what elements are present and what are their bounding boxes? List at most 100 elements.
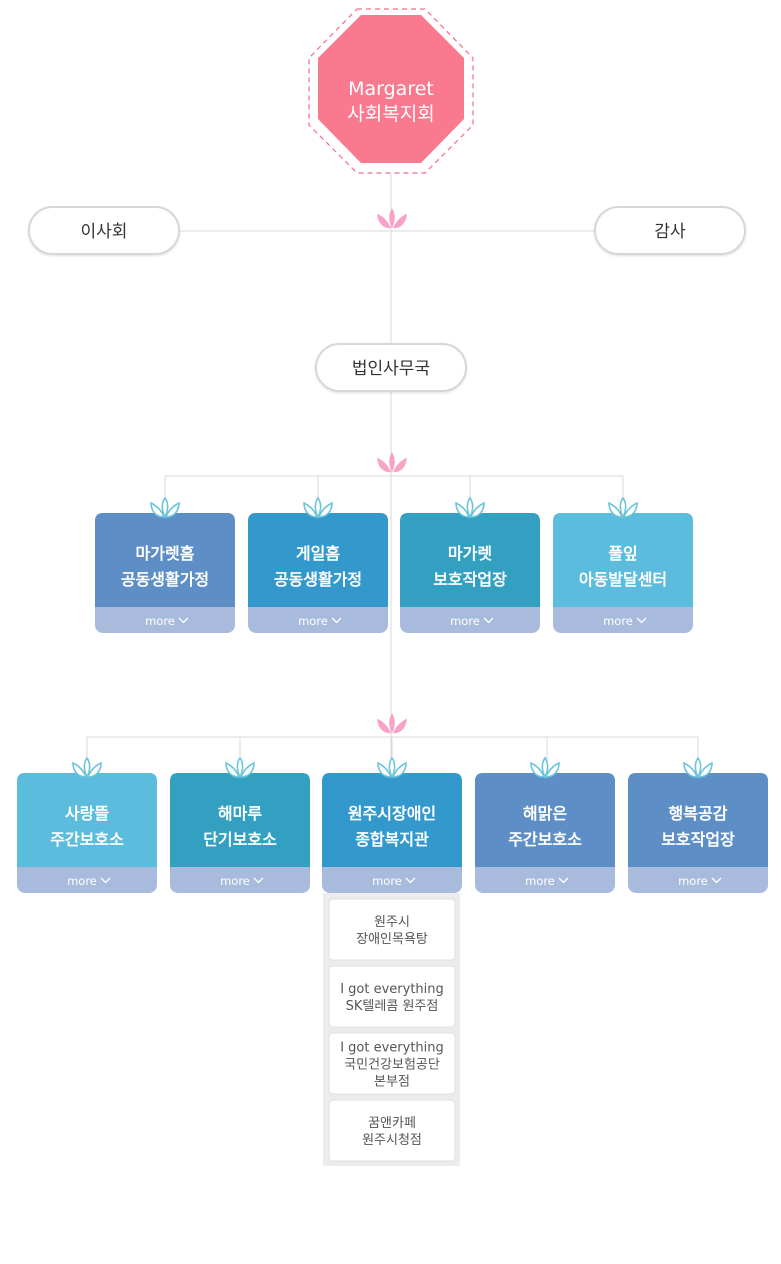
more-link[interactable]: more bbox=[67, 874, 111, 888]
more-label: more bbox=[67, 874, 97, 888]
more-link[interactable]: more bbox=[145, 614, 189, 628]
row1-title-line2: 공동생활가정 bbox=[121, 570, 209, 589]
root-node[interactable]: Margaret 사회복지회 bbox=[308, 8, 474, 174]
leaf-icon bbox=[150, 496, 180, 519]
chevron-down-icon bbox=[711, 877, 722, 884]
leaf-icon bbox=[455, 496, 485, 519]
chevron-down-icon bbox=[483, 617, 494, 624]
row1-title-line2: 아동발달센터 bbox=[579, 570, 667, 589]
row2-title-line1: 행복공감 bbox=[669, 804, 728, 823]
root-title-line2: 사회복지회 bbox=[347, 103, 434, 125]
more-label: more bbox=[603, 614, 633, 628]
chevron-down-icon bbox=[100, 877, 111, 884]
chevron-down-icon bbox=[178, 617, 189, 624]
leaf-icon bbox=[683, 756, 713, 779]
row2-box-head bbox=[628, 773, 768, 867]
row1-group: 마가렛홈공동생활가정more게일홈공동생활가정more마가렛보호작업장more풀… bbox=[95, 496, 693, 633]
leaf-icon bbox=[72, 756, 102, 779]
more-link[interactable]: more bbox=[298, 614, 342, 628]
row2-title-line2: 종합복지관 bbox=[355, 830, 429, 849]
row1-box-head bbox=[95, 513, 235, 607]
root-shape bbox=[318, 15, 464, 163]
leaf-icon bbox=[530, 756, 560, 779]
sub-item-text: 원주시 bbox=[374, 915, 410, 930]
root-outline bbox=[308, 8, 474, 174]
row2-title-line1: 사랑뜰 bbox=[65, 804, 109, 823]
row1-title-line2: 공동생활가정 bbox=[274, 570, 362, 589]
sub-item-text: I got everything bbox=[340, 1041, 444, 1056]
row1-box-head bbox=[400, 513, 540, 607]
row1-title-line1: 마가렛홈 bbox=[136, 544, 195, 563]
more-label: more bbox=[525, 874, 555, 888]
row2-box-head bbox=[17, 773, 157, 867]
more-link[interactable]: more bbox=[603, 614, 647, 628]
pink-leaf-icon bbox=[377, 452, 407, 473]
sub-item-bg bbox=[328, 1032, 456, 1095]
row1-title-line1: 마가렛 bbox=[448, 544, 492, 563]
sub-item-text: 장애인목욕탕 bbox=[356, 932, 428, 947]
board-label: 이사회 bbox=[81, 222, 128, 242]
row2-title-line1: 해맑은 bbox=[523, 804, 567, 823]
row1-title-line2: 보호작업장 bbox=[433, 570, 507, 589]
more-label: more bbox=[220, 874, 250, 888]
more-label: more bbox=[450, 614, 480, 628]
board-node[interactable]: 이사회 bbox=[28, 206, 180, 255]
more-link[interactable]: more bbox=[220, 874, 264, 888]
leaf-icon bbox=[303, 496, 333, 519]
auditor-node[interactable]: 감사 bbox=[594, 206, 746, 255]
sub-item-bg bbox=[328, 898, 456, 961]
chevron-down-icon bbox=[558, 877, 569, 884]
more-link[interactable]: more bbox=[678, 874, 722, 888]
sub-item-text: I got everything bbox=[340, 982, 444, 997]
leaf-icon bbox=[377, 756, 407, 779]
row2-title-line2: 주간보호소 bbox=[50, 830, 124, 849]
root-title-line1: Margaret bbox=[348, 78, 434, 100]
sub-item-bg bbox=[328, 965, 456, 1028]
row1-title-line1: 풀잎 bbox=[608, 544, 637, 563]
chevron-down-icon bbox=[331, 617, 342, 624]
more-link[interactable]: more bbox=[372, 874, 416, 888]
row1-title-line1: 게일홈 bbox=[296, 544, 340, 563]
more-link[interactable]: more bbox=[450, 614, 494, 628]
office-node[interactable]: 법인사무국 bbox=[315, 343, 467, 392]
row1-box-head bbox=[553, 513, 693, 607]
sub-item-text: 본부점 bbox=[374, 1075, 410, 1090]
pink-leaf-icon bbox=[377, 208, 407, 229]
pink-leaves bbox=[377, 208, 407, 734]
chevron-down-icon bbox=[405, 877, 416, 884]
chevron-down-icon bbox=[253, 877, 264, 884]
pink-leaf-icon bbox=[377, 713, 407, 734]
leaf-icon bbox=[225, 756, 255, 779]
row2-group: 사랑뜰주간보호소more해마루단기보호소more원주시장애인종합복지관more해… bbox=[17, 756, 768, 893]
more-label: more bbox=[372, 874, 402, 888]
more-link[interactable]: more bbox=[525, 874, 569, 888]
row2-title-line1: 원주시장애인 bbox=[348, 804, 436, 823]
leaf-icon bbox=[608, 496, 638, 519]
office-label: 법인사무국 bbox=[352, 359, 430, 379]
row2-title-line2: 단기보호소 bbox=[203, 830, 277, 849]
row2-title-line2: 보호작업장 bbox=[661, 830, 735, 849]
sub-item-text: 꿈앤카페 bbox=[368, 1116, 416, 1131]
more-label: more bbox=[298, 614, 328, 628]
sub-item-text: 국민건강보험공단 bbox=[344, 1058, 440, 1073]
row1-box-head bbox=[248, 513, 388, 607]
row2-title-line2: 주간보호소 bbox=[508, 830, 582, 849]
sub-item-bg bbox=[328, 1099, 456, 1162]
chevron-down-icon bbox=[636, 617, 647, 624]
row2-title-line1: 해마루 bbox=[218, 804, 262, 823]
